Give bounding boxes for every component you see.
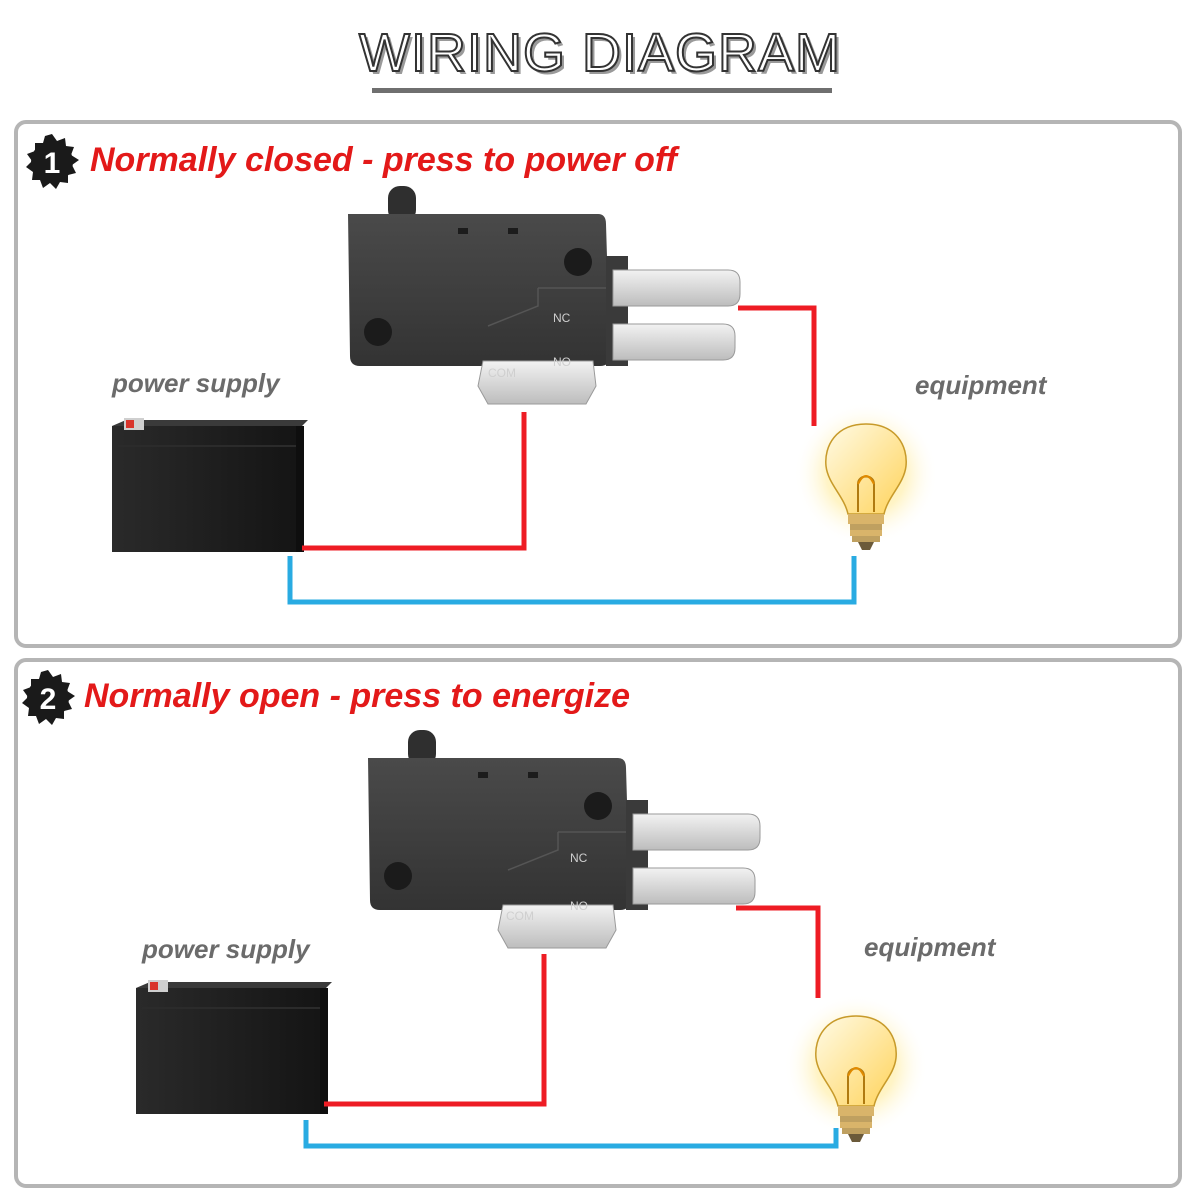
panel-normally-open (14, 658, 1182, 1188)
diagram-title: WIRING DIAGRAM (358, 22, 841, 84)
panel-number: 1 (44, 147, 61, 180)
equipment-label: equipment (915, 370, 1047, 400)
panel-number: 2 (40, 683, 57, 716)
power-supply-label: power supply (142, 934, 310, 964)
equipment-label: equipment (864, 932, 996, 962)
power-supply-label: power supply (112, 368, 280, 398)
gear-badge-icon: 2 (22, 670, 75, 725)
panel-heading: Normally open - press to energize (84, 677, 631, 715)
title-underline (372, 88, 832, 93)
gear-badge-icon: 1 (26, 134, 79, 189)
panel-heading: Normally closed - press to power off (90, 141, 677, 179)
